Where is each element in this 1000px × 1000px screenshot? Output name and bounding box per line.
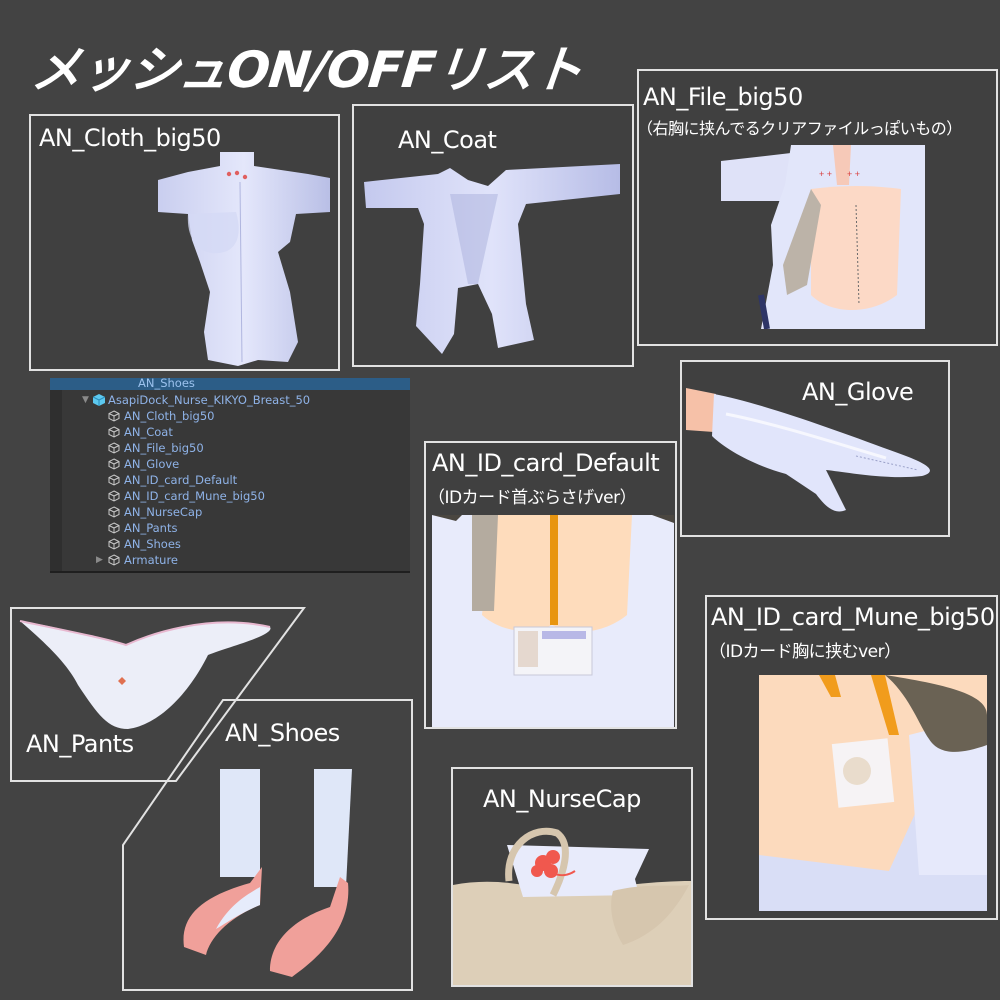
panel-id-default: AN_ID_card_Default （IDカード首ぶらさげver）	[424, 441, 677, 729]
hierarchy-item-label: AN_Glove	[124, 457, 180, 471]
panel-id-mune: AN_ID_card_Mune_big50 （IDカード胸に挟むver）	[705, 595, 998, 920]
coat-render	[358, 164, 626, 364]
file-render: + + + +	[721, 145, 925, 329]
svg-text:+ +: + +	[847, 169, 860, 179]
panel-file-label: AN_File_big50	[643, 83, 803, 111]
mesh-cube-icon	[108, 410, 120, 422]
mesh-cube-icon	[108, 538, 120, 550]
hierarchy-panel: AN_Shoes ▼ AsapiDock_Nurse_KIKYO_Breast_…	[50, 378, 410, 573]
panel-id-mune-note: （IDカード胸に挟むver）	[709, 642, 901, 662]
hierarchy-item-label: AN_ID_card_Mune_big50	[124, 489, 265, 503]
mesh-cube-icon	[108, 442, 120, 454]
hierarchy-item-label: AN_Cloth_big50	[124, 409, 215, 423]
hierarchy-selected-row[interactable]: AN_Shoes	[50, 378, 410, 390]
hierarchy-item-label: AN_Coat	[124, 425, 173, 439]
hierarchy-item[interactable]: AN_Glove	[50, 456, 410, 472]
collapse-arrow-icon[interactable]: ▶	[96, 555, 103, 565]
mesh-cube-icon	[108, 490, 120, 502]
mesh-cube-icon	[108, 426, 120, 438]
hierarchy-item-armature[interactable]: ▶ Armature	[50, 552, 410, 568]
hierarchy-item[interactable]: AN_Shoes	[50, 536, 410, 552]
mesh-cube-icon	[108, 458, 120, 470]
mesh-cube-icon	[108, 522, 120, 534]
panel-pants-label: AN_Pants	[26, 730, 134, 758]
panel-id-mune-label: AN_ID_card_Mune_big50	[711, 603, 995, 631]
hierarchy-item[interactable]: AN_File_big50	[50, 440, 410, 456]
panel-pants	[8, 605, 308, 785]
mesh-cube-icon	[108, 554, 120, 566]
panel-id-default-label: AN_ID_card_Default	[432, 449, 660, 477]
hierarchy-item[interactable]: AN_NurseCap	[50, 504, 410, 520]
panel-file-note: （右胸に挟んでるクリアファイルっぽいもの）	[637, 119, 962, 138]
panel-shoes-label: AN_Shoes	[225, 719, 340, 747]
hierarchy-root-row[interactable]: ▼ AsapiDock_Nurse_KIKYO_Breast_50	[50, 392, 410, 408]
hierarchy-root-label: AsapiDock_Nurse_KIKYO_Breast_50	[108, 393, 311, 407]
hierarchy-item-label: Armature	[124, 553, 178, 567]
panel-nursecap-label: AN_NurseCap	[483, 785, 641, 813]
hierarchy-gutter	[50, 378, 62, 571]
panel-coat-label: AN_Coat	[398, 126, 497, 154]
hierarchy-item-label: AN_NurseCap	[124, 505, 203, 519]
hierarchy-item-label: AN_File_big50	[124, 441, 204, 455]
panel-cloth: AN_Cloth_big50	[29, 114, 340, 371]
panel-file: AN_File_big50 （右胸に挟んでるクリアファイルっぽいもの） + ++…	[637, 69, 998, 346]
panel-cloth-label: AN_Cloth_big50	[39, 124, 221, 152]
hierarchy-item-label: AN_Shoes	[124, 537, 181, 551]
hierarchy-item[interactable]: AN_ID_card_Mune_big50	[50, 488, 410, 504]
cloth-dress-render	[158, 152, 333, 367]
panel-shoes	[120, 697, 416, 997]
panel-glove-label: AN_Glove	[802, 378, 914, 406]
panel-nursecap: AN_NurseCap	[451, 767, 693, 987]
panel-id-default-note: （IDカード首ぶらさげver）	[428, 488, 637, 508]
hierarchy-item[interactable]: AN_Cloth_big50	[50, 408, 410, 424]
hierarchy-item-label: AN_ID_card_Default	[124, 473, 238, 487]
id-mune-render	[759, 675, 987, 911]
panel-coat: AN_Coat	[352, 104, 634, 367]
panel-glove: AN_Glove	[680, 360, 950, 537]
mesh-cube-icon	[108, 474, 120, 486]
hierarchy-item-label: AN_Pants	[124, 521, 178, 535]
hierarchy-item[interactable]: AN_ID_card_Default	[50, 472, 410, 488]
hierarchy-selected-label: AN_Shoes	[138, 378, 195, 390]
nursecap-render	[453, 825, 691, 985]
mesh-cube-icon	[108, 506, 120, 518]
glove-render	[686, 384, 946, 514]
hierarchy-item[interactable]: AN_Coat	[50, 424, 410, 440]
expand-arrow-icon[interactable]: ▼	[82, 395, 89, 405]
svg-text:+ +: + +	[819, 169, 832, 179]
id-default-render	[432, 515, 674, 727]
page-title: メッシュON/OFFリスト	[28, 41, 586, 99]
prefab-cube-icon	[93, 394, 105, 406]
hierarchy-item[interactable]: AN_Pants	[50, 520, 410, 536]
